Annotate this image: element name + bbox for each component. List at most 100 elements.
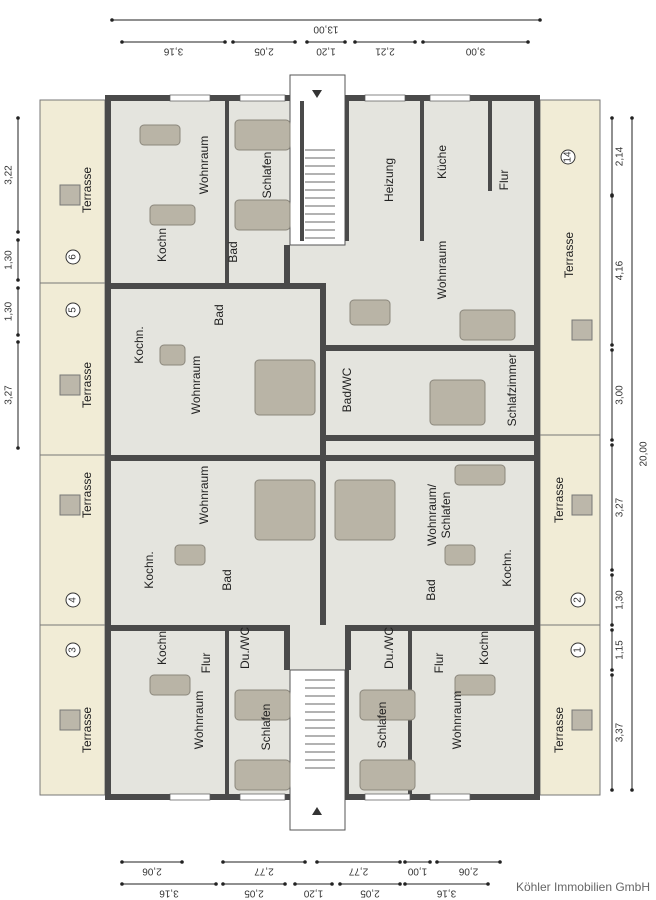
stairwell-top bbox=[289, 74, 346, 246]
dimension-label: 3,16 bbox=[159, 887, 179, 898]
room-label: Wohnraum bbox=[450, 691, 464, 749]
dimension-label: 2,05 bbox=[244, 887, 264, 898]
room-label: Bad bbox=[226, 241, 240, 262]
wall bbox=[225, 625, 229, 795]
room-label: Schlafen bbox=[439, 492, 453, 539]
wall bbox=[345, 625, 540, 631]
dimension-label: 3,27 bbox=[4, 385, 15, 405]
wall bbox=[345, 625, 349, 795]
room-label: Bad bbox=[220, 569, 234, 590]
window bbox=[239, 793, 286, 801]
wall bbox=[105, 625, 290, 631]
window bbox=[429, 94, 471, 102]
room-label: Kochn. bbox=[132, 326, 146, 363]
dimension-label: 20,00 bbox=[639, 441, 650, 466]
window bbox=[429, 793, 471, 801]
dimension-label: 3,00 bbox=[465, 45, 485, 56]
window bbox=[169, 94, 211, 102]
dimension-label: 1,30 bbox=[4, 301, 15, 321]
room-label: Du./WC bbox=[382, 627, 396, 669]
dimension-label: 2,06 bbox=[458, 865, 478, 876]
furniture bbox=[429, 379, 486, 426]
dimension-label: 2,05 bbox=[360, 887, 380, 898]
room-label: Du./WC bbox=[238, 627, 252, 669]
room-label: Bad bbox=[212, 304, 226, 325]
furniture bbox=[459, 309, 516, 341]
wall bbox=[105, 95, 111, 800]
wall bbox=[105, 455, 534, 461]
unit-number-circle bbox=[65, 642, 81, 658]
dimension-label: 2,14 bbox=[615, 146, 626, 166]
dimension-label: 2,05 bbox=[254, 45, 274, 56]
room-label: Wohnraum bbox=[435, 241, 449, 299]
room-label: Flur bbox=[199, 653, 213, 674]
wall bbox=[326, 345, 534, 351]
unit-number: 5 bbox=[68, 307, 79, 313]
furniture bbox=[334, 479, 396, 541]
room-label: Wohnraum bbox=[189, 356, 203, 414]
furniture bbox=[254, 359, 316, 416]
window bbox=[364, 94, 406, 102]
dimension-label: 3,27 bbox=[615, 497, 626, 517]
furniture bbox=[234, 199, 291, 231]
terrace-table bbox=[571, 319, 593, 341]
watermark: Köhler Immobilien GmbH bbox=[515, 880, 650, 894]
terrace-table bbox=[59, 494, 81, 516]
dimension-label: 1,00 bbox=[407, 865, 427, 876]
room-label: Terrasse bbox=[552, 707, 566, 753]
dimension-label: 13,00 bbox=[313, 23, 338, 34]
room-label: Kochn bbox=[155, 228, 169, 262]
dimension-label: 3,22 bbox=[4, 165, 15, 185]
terrace-table bbox=[571, 494, 593, 516]
dimension-label: 1,30 bbox=[615, 590, 626, 610]
stairwell-bottom bbox=[289, 669, 346, 831]
unit-number-circle bbox=[65, 592, 81, 608]
terrace-table bbox=[59, 374, 81, 396]
unit-number: 1 bbox=[573, 647, 584, 653]
room-label: Wohnraum bbox=[197, 466, 211, 524]
room-label: Bad bbox=[424, 579, 438, 600]
dimension-label: 2,77 bbox=[254, 865, 274, 876]
wall bbox=[320, 283, 326, 625]
furniture bbox=[359, 759, 416, 791]
furniture bbox=[234, 689, 291, 721]
room-label: Wohnraum bbox=[197, 136, 211, 194]
unit-number: 6 bbox=[68, 254, 79, 260]
terrace-table bbox=[59, 184, 81, 206]
dimension-label: 1,30 bbox=[4, 250, 15, 270]
terrace-table bbox=[571, 709, 593, 731]
wall bbox=[345, 101, 349, 241]
wall bbox=[284, 625, 290, 670]
dimension-label: 3,00 bbox=[615, 385, 626, 405]
wall bbox=[534, 95, 540, 800]
room-label: Kochn bbox=[477, 631, 491, 665]
room-label: Terrasse bbox=[80, 167, 94, 213]
dimension-label: 2,21 bbox=[375, 45, 395, 56]
room-label: Küche bbox=[435, 145, 449, 179]
furniture bbox=[159, 344, 186, 366]
dimension-label: 2,77 bbox=[348, 865, 368, 876]
furniture bbox=[149, 674, 191, 696]
furniture bbox=[454, 674, 496, 696]
terrace-area bbox=[39, 454, 106, 626]
room-label: Schlafen bbox=[375, 702, 389, 749]
room-label: Kochn. bbox=[500, 549, 514, 586]
furniture bbox=[254, 479, 316, 541]
room-label: Schlafen bbox=[260, 152, 274, 199]
furniture bbox=[174, 544, 206, 566]
wall bbox=[300, 101, 304, 241]
window bbox=[239, 94, 286, 102]
room-label: Bad/WC bbox=[340, 367, 354, 412]
wall bbox=[284, 245, 290, 285]
wall bbox=[326, 435, 534, 441]
unit-number-circle bbox=[65, 249, 81, 265]
dimension-label: 2,06 bbox=[142, 865, 162, 876]
unit-number-circle bbox=[560, 149, 576, 165]
dimension-label: 1,20 bbox=[303, 887, 323, 898]
terrace-table bbox=[59, 709, 81, 731]
wall bbox=[345, 625, 351, 670]
wall bbox=[225, 101, 229, 283]
dimension-label: 3,37 bbox=[615, 722, 626, 742]
dimension-label: 1,20 bbox=[316, 45, 336, 56]
